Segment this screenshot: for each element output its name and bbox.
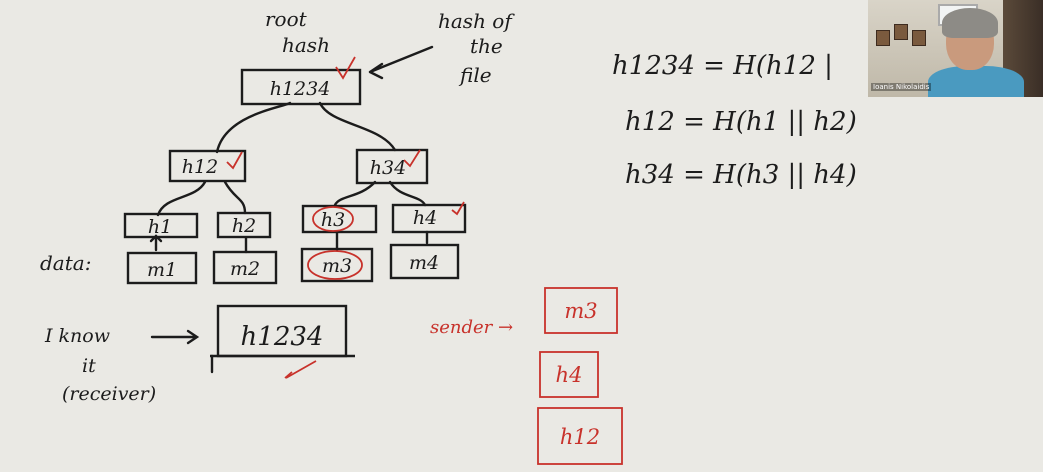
node-h1 xyxy=(123,212,199,239)
check-mark-h34 xyxy=(403,149,421,168)
block-m4 xyxy=(389,243,460,280)
sender-item-h4 xyxy=(539,351,599,398)
node-h34-label: h34 xyxy=(370,157,406,179)
node-h1-label: h1 xyxy=(148,216,172,238)
root-node-label: h1234 xyxy=(270,78,331,100)
sender-item-h12 xyxy=(537,407,623,465)
node-h3-label: h3 xyxy=(321,209,345,231)
sender-label: sender → xyxy=(430,317,513,338)
wall-picture xyxy=(876,30,890,46)
annotation-line1: hash of xyxy=(438,9,515,33)
node-h12 xyxy=(168,149,247,183)
equation-root: h1234 = H(h12 | xyxy=(612,51,833,81)
node-h34 xyxy=(355,148,429,185)
root-hash-node xyxy=(240,68,362,106)
check-mark-receiver xyxy=(284,360,317,379)
participant-video-thumbnail[interactable]: Ioanis Nikolaidis xyxy=(868,0,1043,97)
node-h2 xyxy=(216,211,272,239)
block-m1-label: m1 xyxy=(147,259,177,281)
data-label: data: xyxy=(40,251,91,275)
sender-item-h4-label: h4 xyxy=(556,363,583,387)
block-m3 xyxy=(300,247,374,283)
receiver-note-line3: (receiver) xyxy=(62,383,156,405)
check-mark-h4 xyxy=(451,201,465,216)
m3-circle xyxy=(307,250,363,280)
root-label-line1: root xyxy=(265,7,308,31)
sender-item-m3 xyxy=(544,287,618,334)
block-m2 xyxy=(212,250,278,285)
node-h2-label: h2 xyxy=(232,215,256,237)
receiver-box-label: h1234 xyxy=(241,322,324,352)
equation-h34: h34 = H(h3 || h4) xyxy=(625,160,857,190)
participant-shirt xyxy=(928,66,1024,97)
root-label-line2: hash xyxy=(282,33,330,57)
block-m4-label: m4 xyxy=(409,252,439,274)
h3-circle xyxy=(312,206,354,232)
receiver-note-line1: I know xyxy=(44,325,110,347)
block-m3-label: m3 xyxy=(322,255,352,277)
sender-item-h12-label: h12 xyxy=(560,425,600,449)
participant-name-label: Ioanis Nikolaidis xyxy=(871,83,932,91)
wall-picture xyxy=(912,30,926,46)
participant-hair xyxy=(942,8,998,38)
block-m2-label: m2 xyxy=(230,258,260,280)
wall-picture xyxy=(894,24,908,40)
node-h4-label: h4 xyxy=(413,207,437,229)
receiver-note-line2: it xyxy=(82,355,96,377)
block-m1 xyxy=(126,251,198,285)
check-mark-h12 xyxy=(226,151,243,170)
annotation-line3: file xyxy=(458,63,492,87)
equation-h12: h12 = H(h1 || h2) xyxy=(625,107,857,137)
check-mark-root xyxy=(335,56,356,80)
node-h3 xyxy=(301,204,378,234)
node-h12-label: h12 xyxy=(182,156,218,178)
annotation-line2: the xyxy=(470,34,503,58)
node-h4 xyxy=(391,203,467,234)
sender-item-m3-label: m3 xyxy=(564,299,597,323)
